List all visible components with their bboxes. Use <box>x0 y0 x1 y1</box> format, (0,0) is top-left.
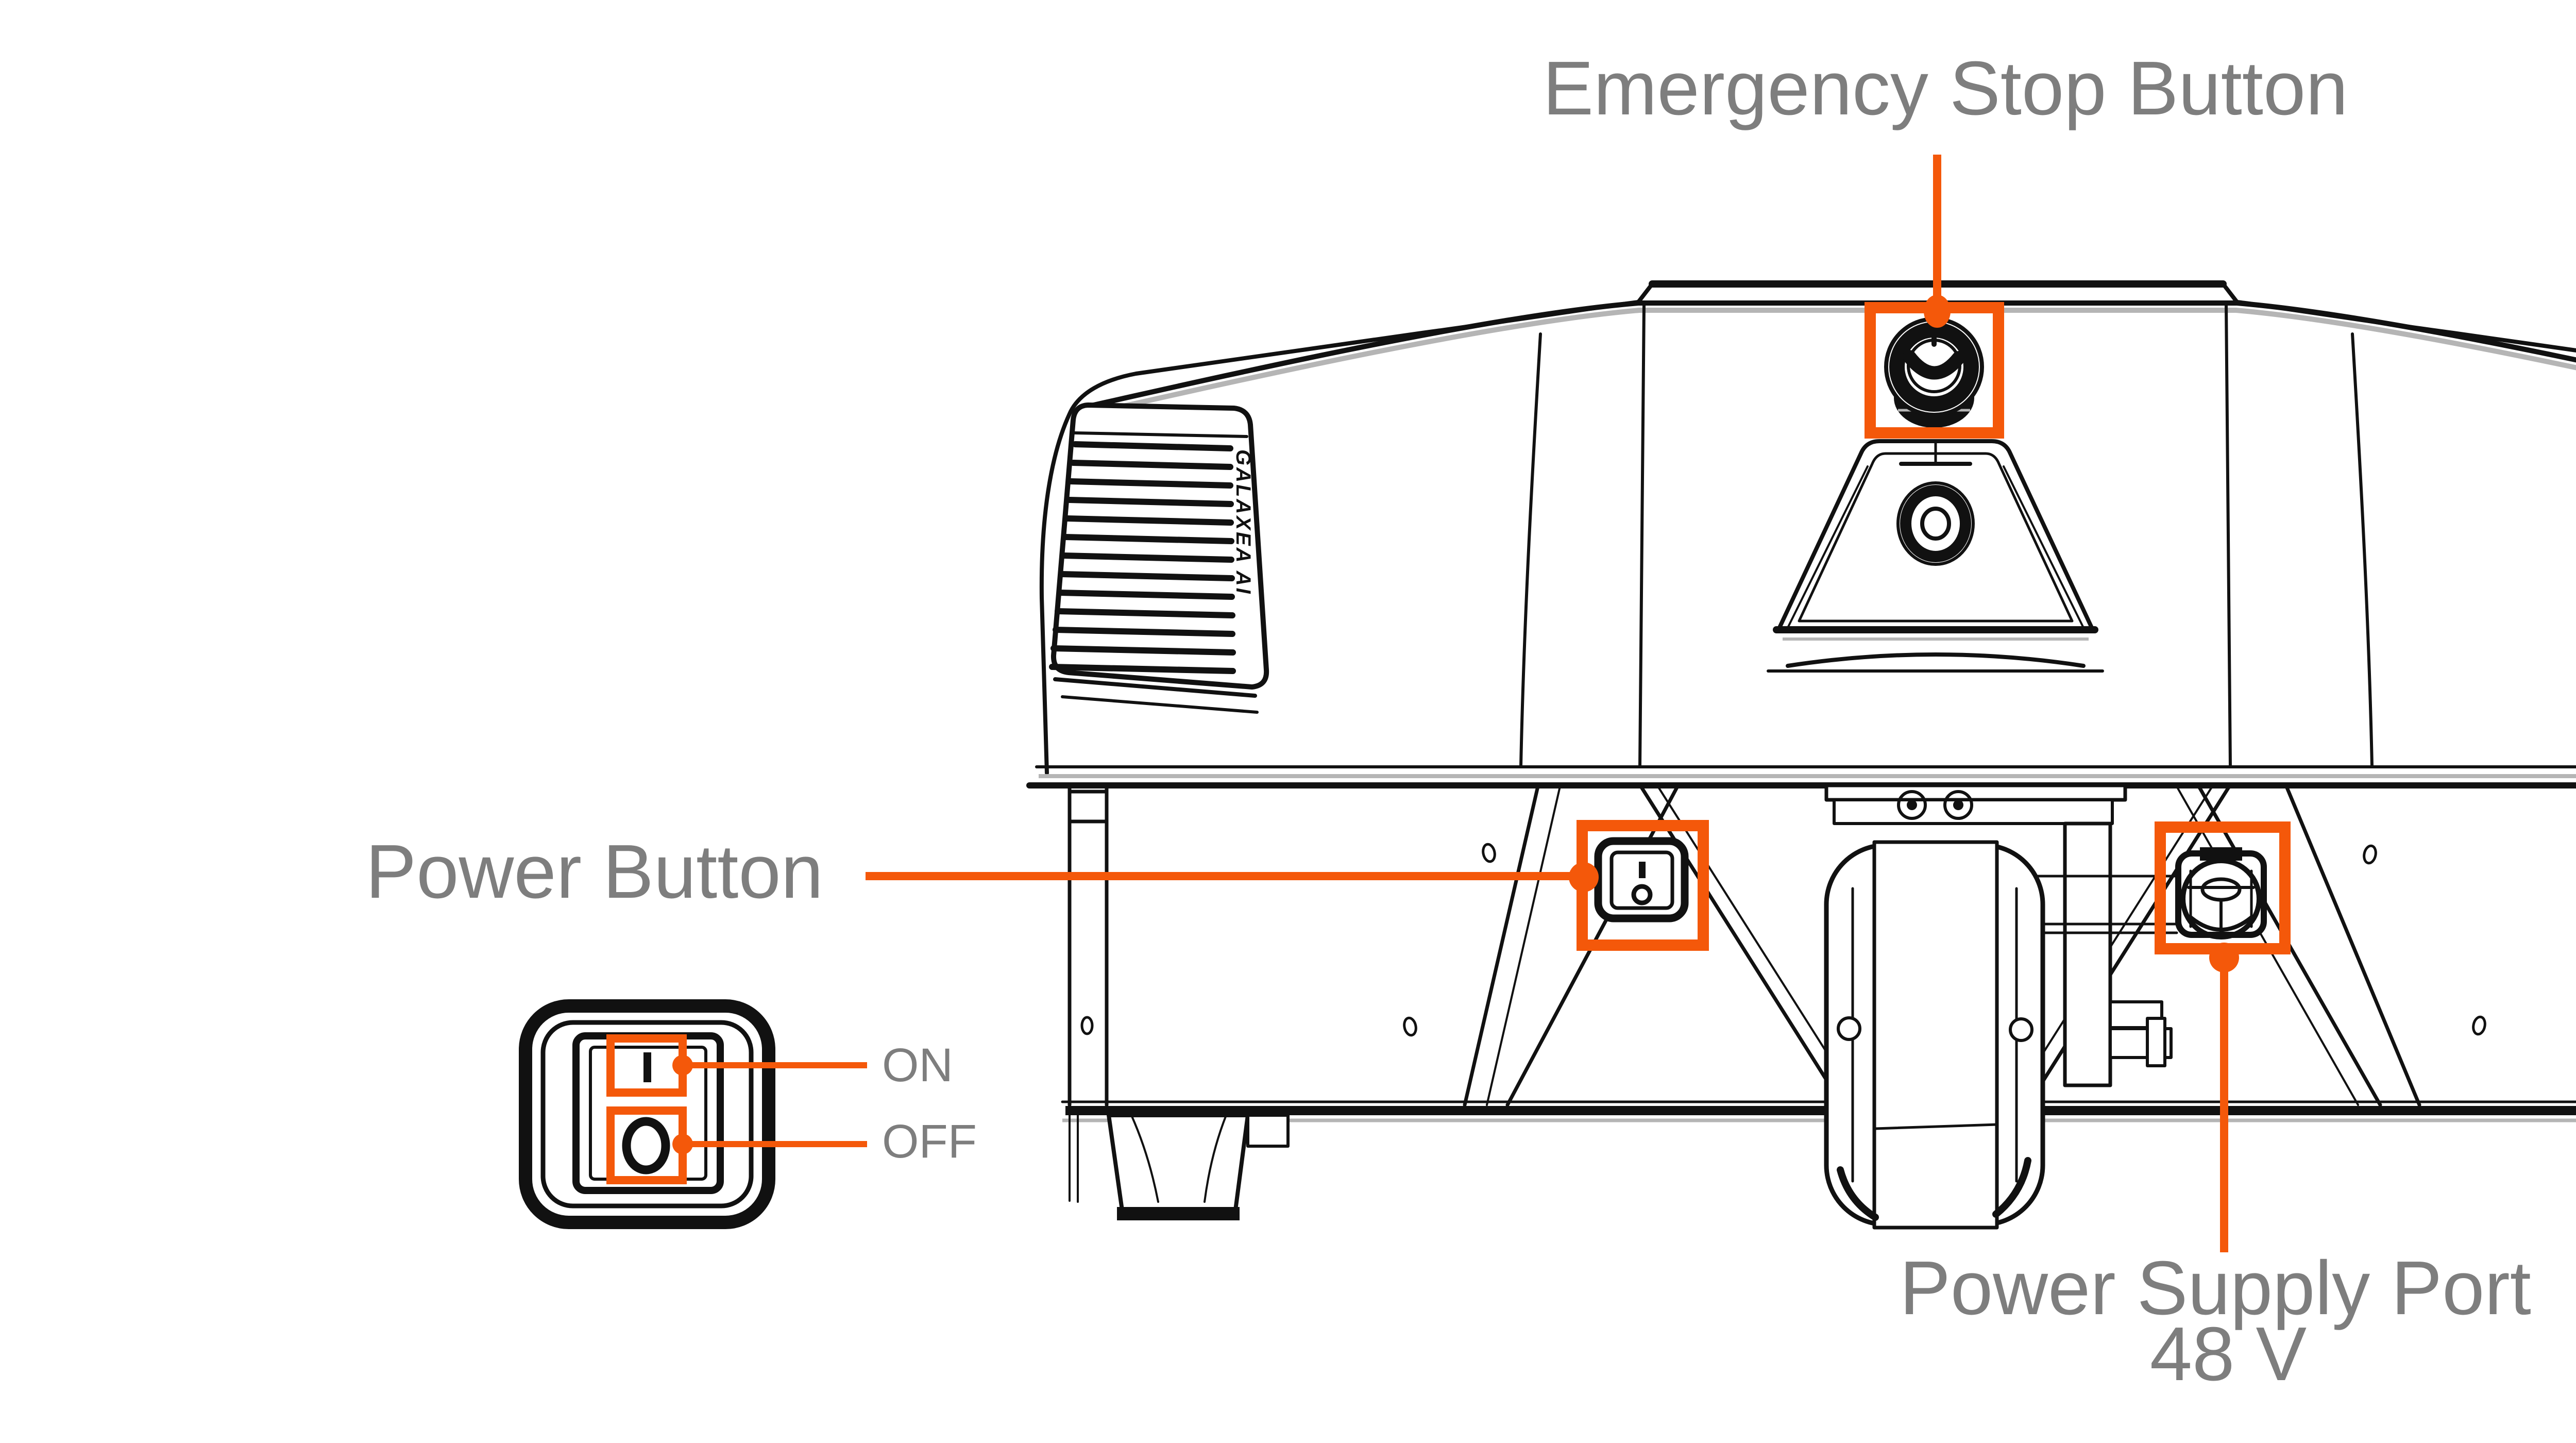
power-button-label: Power Button <box>365 829 823 914</box>
inset-on-symbol <box>643 1052 651 1082</box>
power-button-leader-dot <box>1569 862 1599 892</box>
switch-off-mark <box>1631 884 1653 905</box>
caster-tire <box>1824 840 2045 1230</box>
camera-lens <box>1896 481 1975 566</box>
screw-marks <box>1080 843 2486 1037</box>
shell-outline <box>1026 280 2576 788</box>
annotations: Emergency Stop Button Power Button Power… <box>365 46 2531 1397</box>
left-vent-slats <box>1049 441 1236 674</box>
emergency-stop-knob <box>1884 317 1984 428</box>
chassis-frame <box>1061 784 2576 1122</box>
caster-wheel-assembly <box>1824 783 2178 1230</box>
switch-on-mark <box>1639 862 1646 878</box>
emergency-stop-leader-dot <box>1924 295 1951 328</box>
emergency-stop-label: Emergency Stop Button <box>1543 46 2348 131</box>
axle-bolts <box>2109 1000 2173 1067</box>
switch-detail-inset: ON OFF <box>519 999 977 1229</box>
inset-off-symbol <box>622 1117 670 1174</box>
off-label: OFF <box>882 1115 977 1168</box>
on-leader-dot <box>672 1055 693 1076</box>
power-supply-label: Power Supply Port <box>1900 1246 2531 1331</box>
left-vent-grille: GALAXEA AI <box>1049 402 1269 714</box>
camera-housing <box>1767 439 2104 673</box>
on-label: ON <box>882 1039 953 1092</box>
power-rocker-switch <box>1594 837 1689 922</box>
robot-rear-illustration: GALAXEA AI GALAXEA <box>1026 280 2576 1230</box>
off-leader-dot <box>672 1134 693 1154</box>
power-supply-leader-dot <box>2209 943 2239 972</box>
left-vent-brand-text: GALAXEA AI <box>1232 449 1255 596</box>
power-supply-connector <box>2175 847 2267 939</box>
left-foot <box>1069 1113 1290 1220</box>
voltage-label: 48 V <box>2150 1312 2307 1397</box>
